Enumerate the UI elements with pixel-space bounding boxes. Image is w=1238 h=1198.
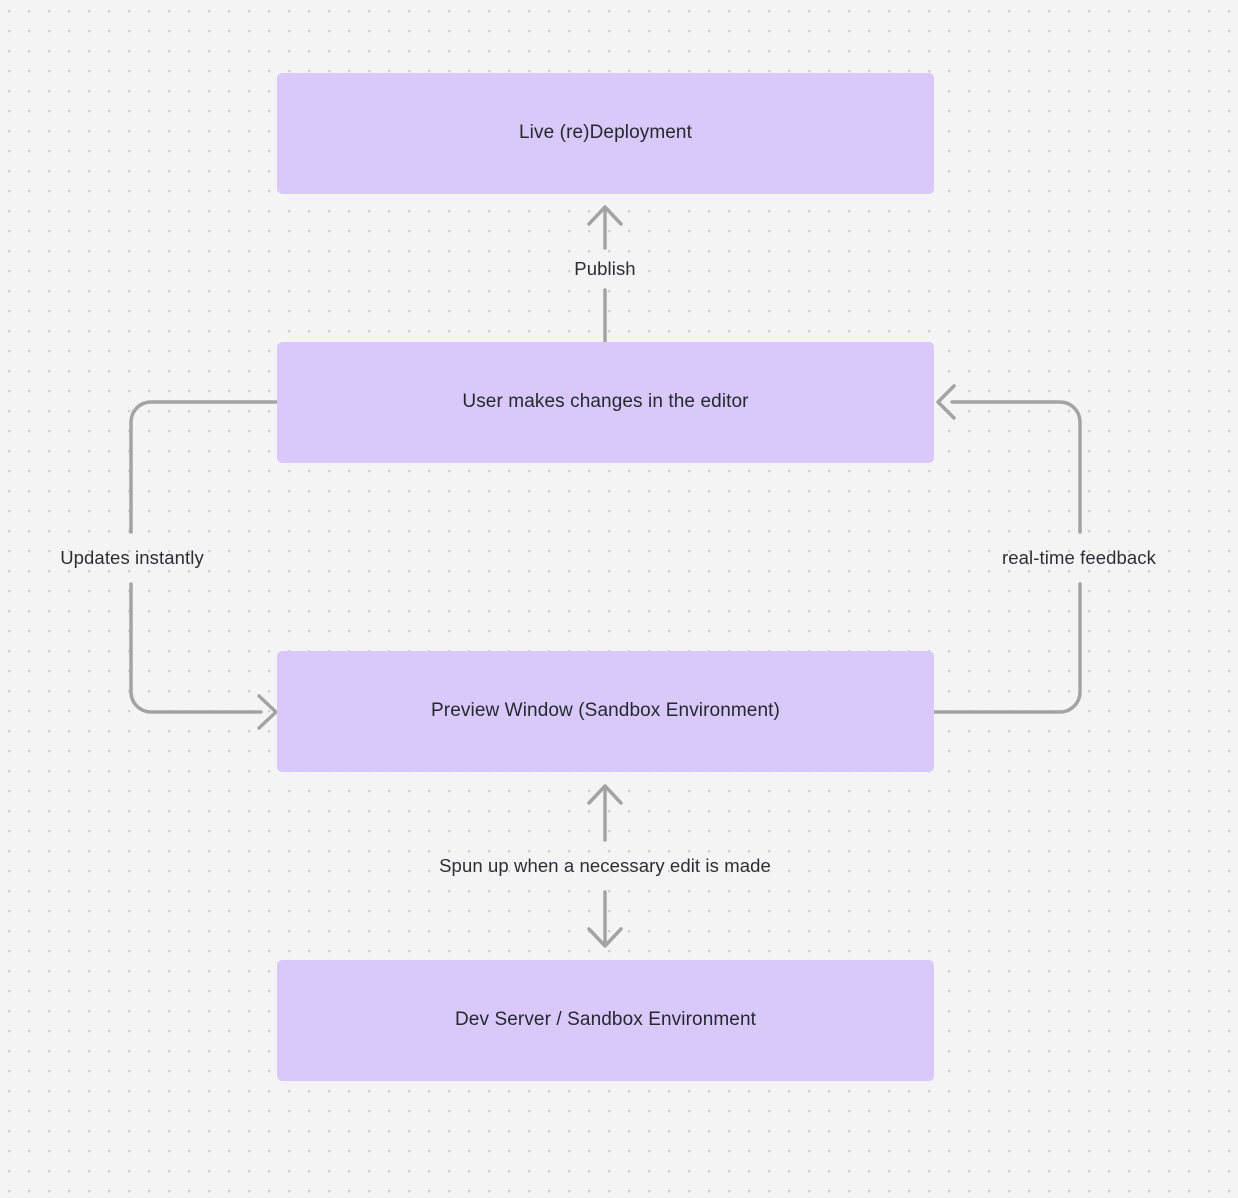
edge-label-updates-instantly[interactable]: Updates instantly [60, 547, 204, 568]
node-preview-window[interactable]: Preview Window (Sandbox Environment) [277, 651, 934, 772]
edge-real-time-feedback-lower-segment [932, 582, 1082, 714]
edge-spun-up-arrowhead-down-icon [587, 927, 623, 948]
node-label: Live (re)Deployment [519, 122, 692, 144]
edge-updates-instantly-lower-segment [129, 582, 263, 714]
edge-spun-up-arrowhead-up-icon [587, 784, 623, 805]
edge-updates-instantly-upper-segment [129, 400, 279, 534]
edge-real-time-feedback-arrowhead-icon [936, 384, 956, 420]
edge-label-publish[interactable]: Publish [574, 258, 636, 279]
edge-label-real-time-feedback[interactable]: real-time feedback [1002, 547, 1156, 568]
edge-updates-instantly-arrowhead-icon [257, 694, 278, 730]
edge-label-spun-up[interactable]: Spun up when a necessary edit is made [439, 855, 771, 876]
node-label: Preview Window (Sandbox Environment) [431, 700, 780, 722]
edge-publish-arrowhead-icon [587, 205, 623, 226]
node-live-deployment[interactable]: Live (re)Deployment [277, 73, 934, 194]
node-dev-server[interactable]: Dev Server / Sandbox Environment [277, 960, 934, 1081]
edge-real-time-feedback-upper-segment [950, 400, 1082, 534]
node-user-edits[interactable]: User makes changes in the editor [277, 342, 934, 463]
node-label: User makes changes in the editor [462, 391, 749, 413]
node-label: Dev Server / Sandbox Environment [454, 1009, 756, 1031]
